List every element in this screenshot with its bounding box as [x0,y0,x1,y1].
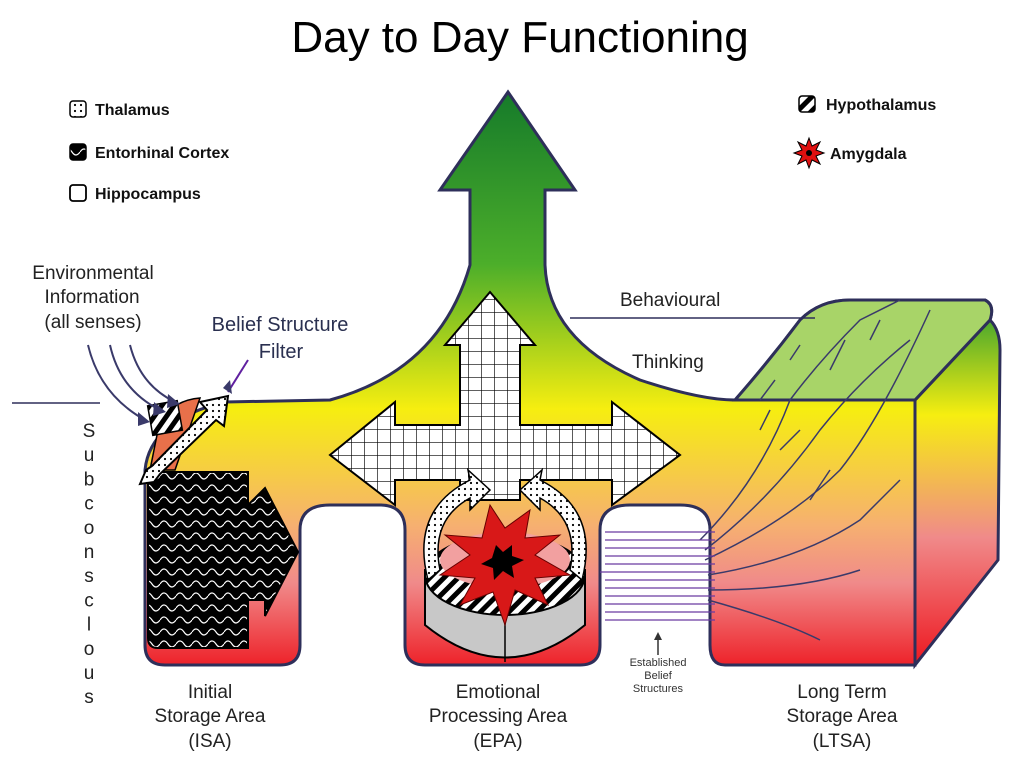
legend-hypothalamus: Hypothalamus [826,97,936,114]
subconscious-letter: c [84,494,94,515]
svg-text:Belief Structure: Belief Structure [212,314,349,336]
svg-text:(all senses): (all senses) [44,312,141,333]
legend-hippocampus: Hippocampus [95,186,201,203]
white-square-icon [69,184,87,202]
legend-right: Hypothalamus Amygdala [792,95,936,170]
belief-filter-arrow [138,394,230,486]
neural-branches [699,299,931,641]
thalamus-arrow-right [518,467,587,582]
subconscious-letter: o [84,639,95,660]
svg-text:Storage Area: Storage Area [787,706,898,727]
subconscious-letter: c [84,590,94,611]
subconscious-letter: n [84,542,95,563]
subconscious-letter: u [84,663,95,684]
ltsa-top-face [731,298,994,402]
thalamus-arrow-left [423,467,492,582]
svg-text:Belief: Belief [644,670,672,682]
diagram-title: Day to Day Functioning [291,13,748,62]
subconscious-letter: S [83,421,96,442]
legend-thalamus: Thalamus [95,102,170,119]
svg-text:(ISA): (ISA) [188,731,231,752]
svg-text:Processing Area: Processing Area [429,706,568,727]
belief-structure-lines [600,531,715,621]
legend-amygdala: Amygdala [830,146,907,163]
svg-text:Information: Information [44,287,139,308]
svg-text:Filter: Filter [259,341,304,363]
epa-label: Emotional Processing Area (EPA) [429,682,568,752]
subconscious-letter: u [84,445,95,466]
svg-text:(LTSA): (LTSA) [813,731,872,752]
svg-text:Long Term: Long Term [797,682,886,703]
svg-text:(EPA): (EPA) [473,731,522,752]
legend-left: Thalamus Entorhinal Cortex Hippocampus [69,100,229,203]
isa-label: Initial Storage Area (ISA) [155,682,266,752]
svg-text:Initial: Initial [188,682,232,703]
ltsa-label: Long Term Storage Area (LTSA) [787,682,898,752]
hippocampus-cylinder [423,467,587,662]
legend-entorhinal-cortex: Entorhinal Cortex [95,145,229,162]
svg-text:Structures: Structures [633,683,684,695]
four-way-arrow [328,290,682,508]
belief-filter-label: Belief Structure Filter [212,314,349,363]
established-label: Established Belief Structures [630,657,687,695]
svg-text:Storage Area: Storage Area [155,706,266,727]
svg-text:Emotional: Emotional [456,682,541,703]
subconscious-letter: s [84,687,94,708]
behavioural-label: Behavioural [620,290,720,311]
environmental-label: Environmental Information (all senses) [32,263,153,333]
subconscious-letter: l [87,615,91,636]
amygdala-core [481,545,524,580]
svg-text:Established: Established [630,657,687,669]
dotted-square-icon [69,100,87,118]
thinking-label: Thinking [632,352,704,373]
black-marbled-square-icon [69,143,87,161]
subconscious-letter: o [84,518,95,539]
entorhinal-cortex-block [147,471,300,649]
striped-square-icon [798,95,816,113]
svg-text:Environmental: Environmental [32,263,153,284]
subconscious-letter: s [84,566,94,587]
subconscious-letter: b [84,469,95,490]
